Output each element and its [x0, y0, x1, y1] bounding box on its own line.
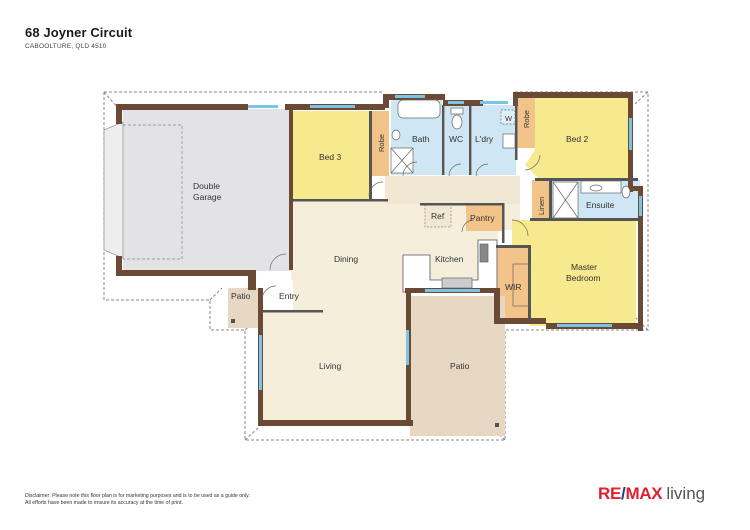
label-bath: Bath — [412, 134, 430, 144]
label-laundry: L'dry — [475, 134, 494, 144]
property-address: 68 Joyner Circuit — [25, 25, 133, 40]
label-wir: WIR — [505, 282, 522, 292]
label-linen: Linen — [537, 197, 546, 215]
disclaimer-line-1: Disclaimer: Please note this floor plan … — [25, 493, 250, 499]
label-ref: Ref — [431, 211, 445, 221]
label-washer: W — [505, 114, 513, 123]
label-master-1: Master — [571, 262, 597, 272]
label-living: Living — [319, 361, 341, 371]
label-wc: WC — [449, 134, 463, 144]
label-double-garage-2: Garage — [193, 192, 222, 202]
logo-brand: RE/MAX — [598, 484, 663, 503]
logo-slash: / — [621, 484, 626, 503]
label-ensuite: Ensuite — [586, 200, 615, 210]
label-double-garage-1: Double — [193, 181, 220, 191]
logo-max: MAX — [625, 484, 663, 503]
label-robe-bed2: Robe — [522, 110, 531, 128]
room-labels: Double Garage Bed 3 Robe Bath WC L'dry W… — [193, 110, 615, 371]
post — [495, 423, 499, 427]
property-suburb: CABOOLTURE, QLD 4510 — [25, 43, 107, 50]
room-fills — [103, 98, 640, 436]
logo-sub: living — [666, 484, 706, 503]
fixtures — [123, 99, 631, 307]
logo-re: RE — [598, 484, 622, 503]
label-master-2: Bedroom — [566, 273, 601, 283]
post — [231, 319, 235, 323]
label-pantry: Pantry — [470, 213, 495, 223]
disclaimer: Disclaimer: Please note this floor plan … — [25, 493, 250, 507]
disclaimer-line-2: All efforts have been made to ensure its… — [25, 500, 183, 506]
garage-area — [123, 109, 291, 271]
label-bed3: Bed 3 — [319, 152, 341, 162]
windows — [248, 95, 642, 390]
label-dining: Dining — [334, 254, 358, 264]
label-patio-large: Patio — [450, 361, 470, 371]
label-kitchen: Kitchen — [435, 254, 464, 264]
label-patio-small: Patio — [231, 291, 251, 301]
label-robe-bed3: Robe — [377, 134, 386, 152]
label-bed2: Bed 2 — [566, 134, 588, 144]
label-entry: Entry — [279, 291, 300, 301]
